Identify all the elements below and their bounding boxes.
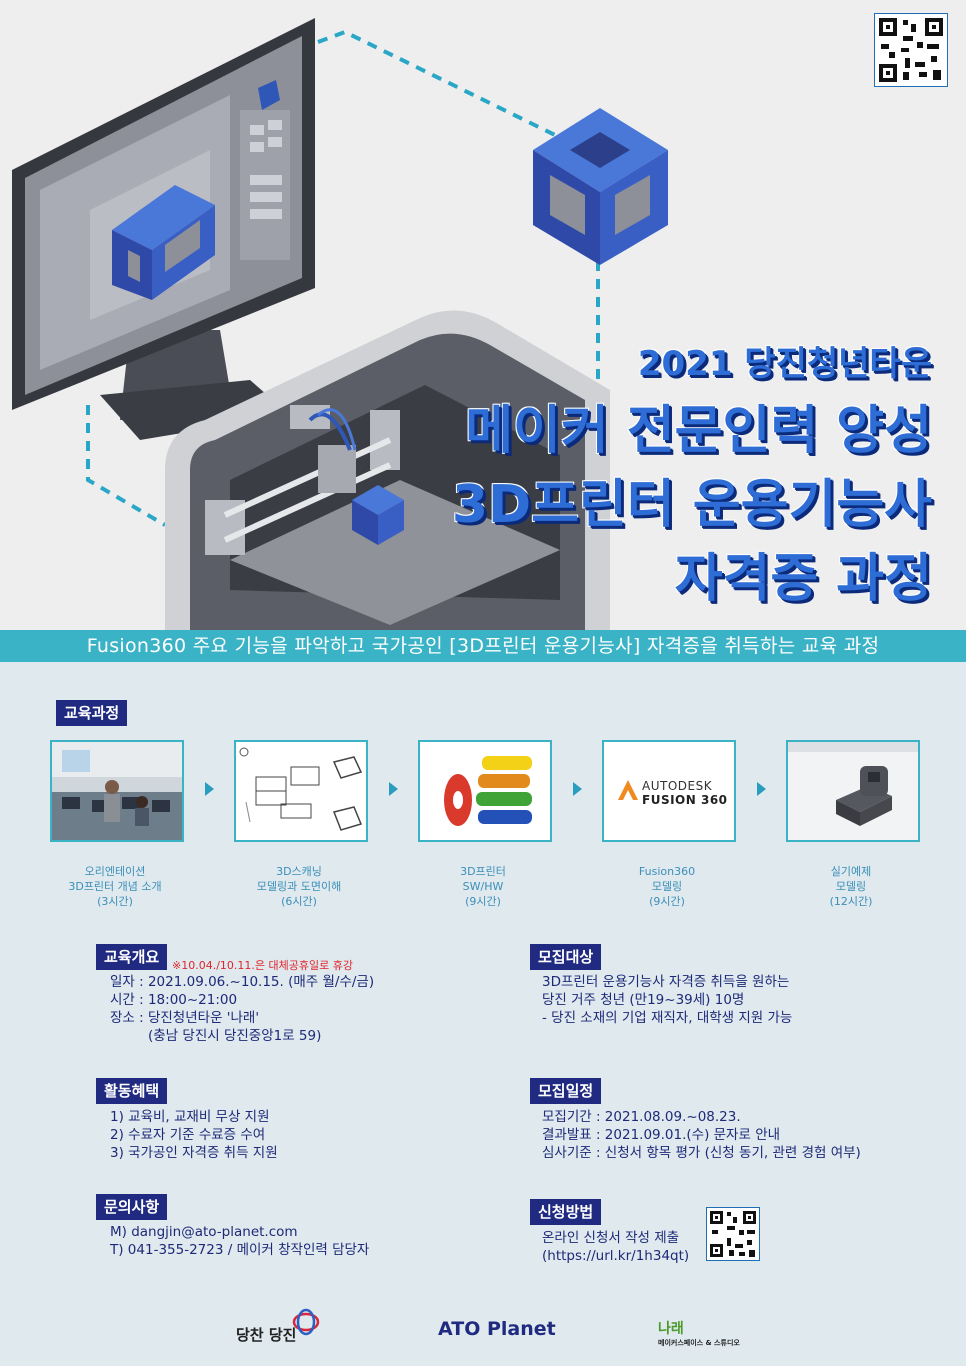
narae-logo: 나래 메이커스페이스 & 스튜디오 — [658, 1321, 740, 1347]
dangjin-emblem-icon — [292, 1308, 320, 1336]
step-arrow-4 — [757, 782, 766, 796]
target-line-1: 3D프린터 운용기능사 자격증 취득을 원하는 — [542, 974, 790, 990]
target-line-2: 당진 거주 청년 (만19~39세) 10명 — [542, 992, 745, 1008]
step-3-image — [418, 740, 552, 842]
ato-planet-logo: ATO Planet — [438, 1318, 556, 1340]
subtitle: 2021 당진청년타운 — [637, 344, 932, 384]
banner: Fusion360 주요 기능을 파악하고 국가공인 [3D프린터 운용기능사]… — [0, 630, 966, 662]
overview-time: 시간 : 18:00~21:00 — [110, 992, 238, 1008]
benefit-2: 2) 수료자 기준 수료증 수여 — [110, 1127, 266, 1143]
overview-address: (충남 당진시 당진중앙1로 59) — [148, 1028, 322, 1044]
benefit-1: 1) 교육비, 교재비 무상 지원 — [110, 1109, 270, 1125]
contact-phone: T) 041-355-2723 / 메이커 창작인력 담당자 — [110, 1242, 370, 1258]
hero-illustration: 2021 당진청년타운 메이커 전문인력 양성 3D프린터 운용기능사 자격증 … — [0, 0, 966, 630]
contact-label: 문의사항 — [96, 1194, 168, 1220]
autodesk-text: AUTODESK — [642, 779, 713, 793]
hero-artwork — [12, 18, 668, 630]
schedule-period: 모집기간 : 2021.08.09.~08.23. — [542, 1109, 741, 1125]
fusion360-text: FUSION 360 — [642, 793, 728, 807]
benefit-3: 3) 국가공인 자격증 취득 지원 — [110, 1145, 278, 1161]
schedule-label: 모집일정 — [530, 1078, 602, 1104]
overview-place: 장소 : 당진청년타운 '나래' — [110, 1010, 260, 1026]
overview-date: 일자 : 2021.09.06.~10.15. (매주 월/수/금) — [110, 974, 375, 990]
step-1-image — [50, 740, 184, 842]
fusion-logo-icon — [618, 780, 638, 800]
benefits-label: 활동혜택 — [96, 1078, 168, 1104]
curriculum-label: 교육과정 — [56, 700, 128, 726]
step-arrow-2 — [389, 782, 398, 796]
step-4-image: AUTODESK FUSION 360 — [602, 740, 736, 842]
apply-method: 온라인 신청서 작성 제출 — [542, 1230, 680, 1246]
contact-email[interactable]: M) dangjin@ato-planet.com — [110, 1224, 298, 1240]
title-line-2: 3D프린터 운용기능사 — [451, 475, 932, 535]
step-2-image — [234, 740, 368, 842]
holiday-note: ※10.04./10.11.은 대체공휴일로 휴강 — [172, 959, 353, 972]
step-arrow-1 — [205, 782, 214, 796]
step-arrow-3 — [573, 782, 582, 796]
qr-code-icon — [879, 18, 943, 82]
qr-code-top — [874, 13, 948, 87]
step-5-image — [786, 740, 920, 842]
apply-url[interactable]: (https://url.kr/1h34qt) — [542, 1248, 690, 1264]
qr-code-apply[interactable] — [706, 1207, 760, 1261]
title-line-1: 메이커 전문인력 양성 — [465, 401, 932, 461]
target-label: 모집대상 — [530, 944, 602, 970]
target-line-3: - 당진 소재의 기업 재직자, 대학생 지원 가능 — [542, 1010, 793, 1026]
overview-label: 교육개요 — [96, 944, 168, 970]
schedule-result: 결과발표 : 2021.09.01.(수) 문자로 안내 — [542, 1127, 781, 1143]
dangjin-logo: 당찬 당진 — [236, 1306, 320, 1344]
apply-label: 신청방법 — [530, 1199, 602, 1225]
schedule-criteria: 심사기준 : 신청서 항목 평가 (신청 동기, 관련 경험 여부) — [542, 1145, 861, 1161]
qr-code-icon — [710, 1211, 756, 1257]
title-line-3: 자격증 과정 — [674, 549, 932, 609]
